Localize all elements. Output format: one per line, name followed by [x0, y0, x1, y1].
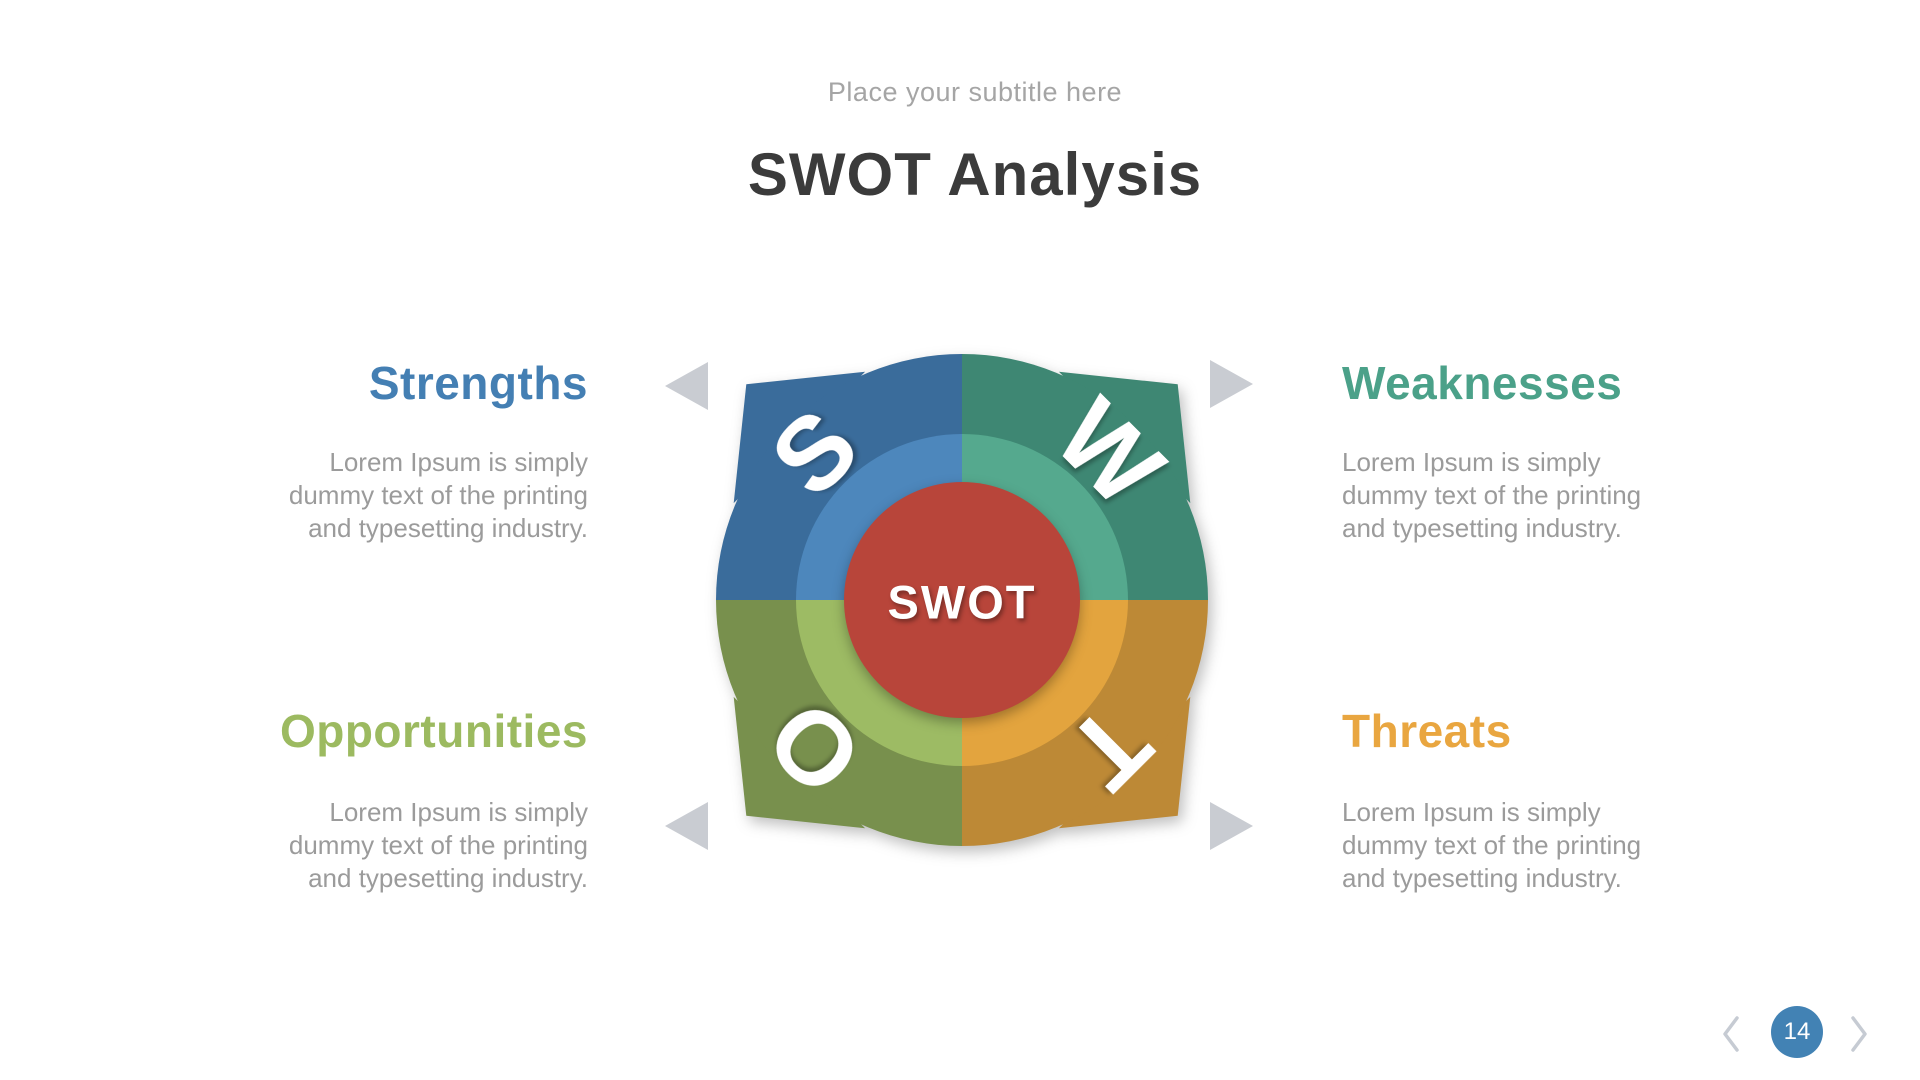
arrow-right-bottom-icon [1210, 802, 1253, 850]
swot-center-label: SWOT [888, 576, 1037, 629]
strengths-heading: Strengths [368, 357, 588, 409]
swot-diagram: S W O T SWOT [716, 354, 1208, 846]
threats-heading: Threats [1342, 705, 1512, 757]
strengths-body: Lorem Ipsum is simply dummy text of the … [288, 447, 588, 543]
arrow-left-top-icon [665, 362, 708, 410]
swot-center-circle [844, 482, 1080, 718]
chevron-right-icon[interactable] [1848, 1014, 1870, 1054]
weaknesses-body: Lorem Ipsum is simply dummy text of the … [1342, 447, 1642, 543]
arrow-right-top-icon [1210, 360, 1253, 408]
page-number-badge[interactable]: 14 [1771, 1006, 1823, 1058]
slide-subtitle: Place your subtitle here [827, 77, 1123, 107]
slide-title: SWOT Analysis [747, 141, 1203, 208]
page-number: 14 [1783, 1018, 1811, 1045]
opportunities-heading: Opportunities [279, 705, 588, 757]
opportunities-body: Lorem Ipsum is simply dummy text of the … [288, 797, 588, 893]
weaknesses-heading: Weaknesses [1342, 357, 1623, 409]
arrow-left-bottom-icon [665, 802, 708, 850]
threats-body: Lorem Ipsum is simply dummy text of the … [1342, 797, 1642, 893]
chevron-left-icon[interactable] [1720, 1014, 1742, 1054]
